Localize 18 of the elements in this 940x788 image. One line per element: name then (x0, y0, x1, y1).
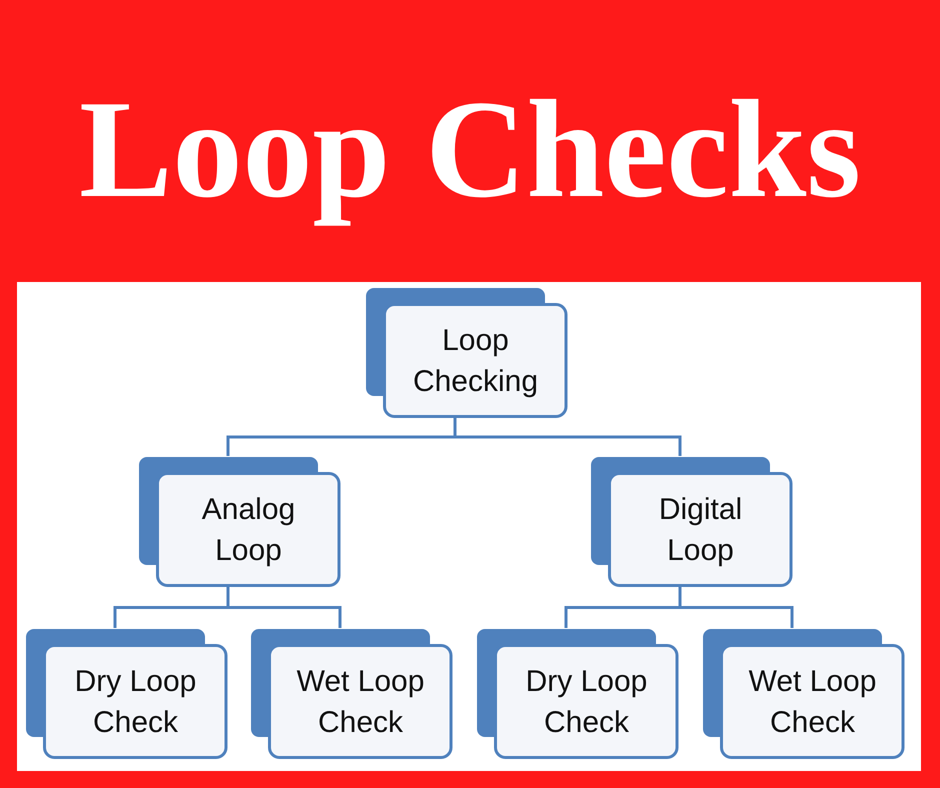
node-label: Analog Loop (200, 492, 296, 568)
node-label: Dry Loop Check (74, 664, 198, 740)
stacked-box (25, 628, 228, 759)
node-label: Loop Checking (412, 322, 540, 400)
node-label: Digital Loop (658, 492, 744, 568)
stacked-box (476, 628, 679, 759)
stacked-box (702, 628, 905, 759)
connector-line (678, 587, 794, 628)
node-label: Wet Loop Check (296, 664, 426, 740)
title: Loop Checks (78, 71, 862, 229)
stacked-box (138, 456, 341, 587)
connector-line (454, 418, 682, 456)
node-label: Wet Loop Check (748, 664, 878, 740)
stacked-box (365, 287, 568, 418)
connector-line (226, 587, 342, 628)
node-label: Dry Loop Check (524, 664, 648, 740)
stacked-box (250, 628, 453, 759)
stacked-box (590, 456, 793, 587)
